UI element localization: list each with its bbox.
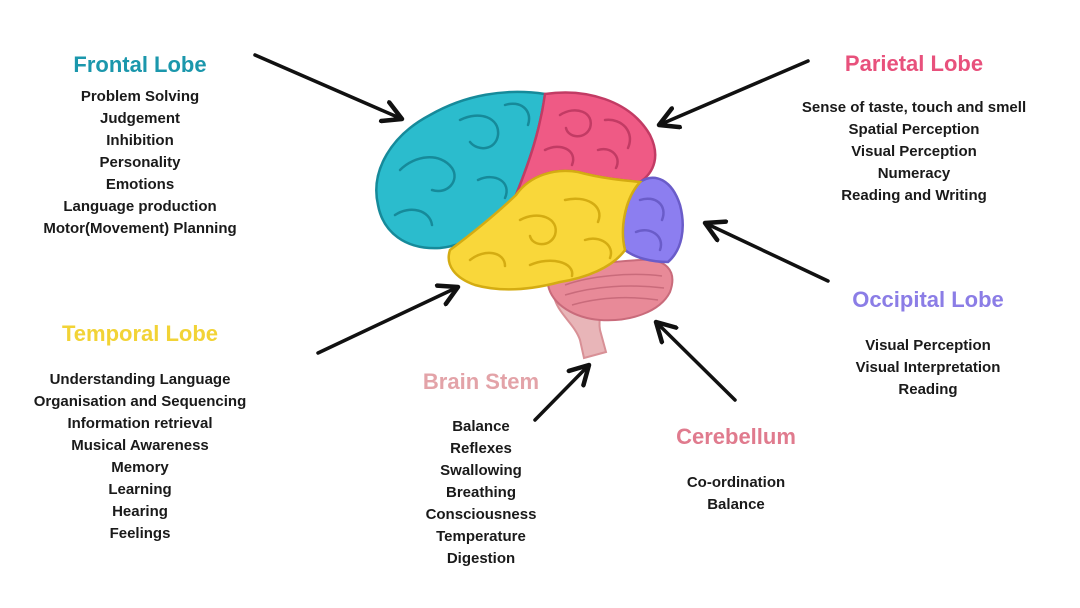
parietal-function-item: Spatial Perception (848, 121, 980, 138)
occipital-folds (634, 197, 665, 252)
occipital-function-item: Reading (898, 381, 958, 398)
frontal-arrow (253, 53, 402, 119)
brain-illustration (375, 90, 684, 360)
brainstem-function-item: Swallowing (440, 462, 522, 479)
cerebellum-function-item: Co-ordination (686, 474, 786, 491)
pointer-arrows (253, 53, 830, 422)
frontal-function-item: Inhibition (106, 132, 174, 149)
brainstem-function-item: Digestion (446, 550, 516, 567)
cerebellum-arrow (656, 322, 737, 402)
frontal-lobe-title: Frontal Lobe (73, 52, 207, 77)
occipital-function-item: Visual Perception (865, 337, 991, 354)
temporal-function-item: Organisation and Sequencing (33, 393, 247, 410)
occipital-function-item: Visual Interpretation (855, 359, 1001, 376)
frontal-function-item: Judgement (99, 110, 181, 127)
brainstem-function-item: Balance (452, 418, 510, 435)
brainstem-arrow (533, 365, 589, 422)
parietal-lobe-title: Parietal Lobe (844, 51, 984, 76)
temporal-function-item: Hearing (112, 503, 168, 520)
frontal-function-item: Personality (99, 154, 181, 171)
temporal-function-item: Information retrieval (67, 415, 213, 432)
frontal-function-item: Problem Solving (80, 88, 200, 105)
parietal-arrow (659, 59, 810, 125)
cerebellum-function-item: Balance (707, 496, 765, 513)
temporal-folds (468, 197, 613, 278)
frontal-function-item: Language production (63, 198, 217, 215)
brain-stem-title: Brain Stem (422, 369, 540, 394)
occipital-lobe-title: Occipital Lobe (852, 287, 1004, 312)
cerebellum-title: Cerebellum (676, 424, 796, 449)
cerebellum-folds (564, 273, 665, 306)
temporal-function-item: Learning (108, 481, 172, 498)
parietal-function-item: Numeracy (877, 165, 951, 182)
brainstem-function-item: Breathing (445, 484, 516, 501)
parietal-folds (543, 109, 631, 170)
parietal-function-item: Visual Perception (851, 143, 977, 160)
occipital-arrow (705, 223, 830, 283)
brainstem-function-item: Temperature (436, 528, 526, 545)
frontal-function-item: Emotions (105, 176, 175, 193)
brainstem-function-item: Reflexes (450, 440, 512, 457)
parietal-function-item: Sense of taste, touch and smell (801, 99, 1027, 116)
temporal-function-item: Musical Awareness (71, 437, 209, 454)
parietal-lobe-label: Parietal Lobe Sense of taste, touch and … (802, 51, 1026, 207)
temporal-lobe-shape (447, 169, 643, 291)
frontal-folds (393, 102, 531, 227)
temporal-lobe-title: Temporal Lobe (61, 321, 219, 346)
brainstem-function-item: Consciousness (425, 506, 537, 523)
parietal-function-item: Reading and Writing (841, 187, 987, 204)
temporal-function-item: Feelings (109, 525, 171, 542)
temporal-function-item: Understanding Language (49, 371, 231, 388)
frontal-function-item: Motor(Movement) Planning (43, 220, 237, 237)
temporal-function-item: Memory (111, 459, 169, 476)
temporal-arrow (316, 287, 458, 355)
